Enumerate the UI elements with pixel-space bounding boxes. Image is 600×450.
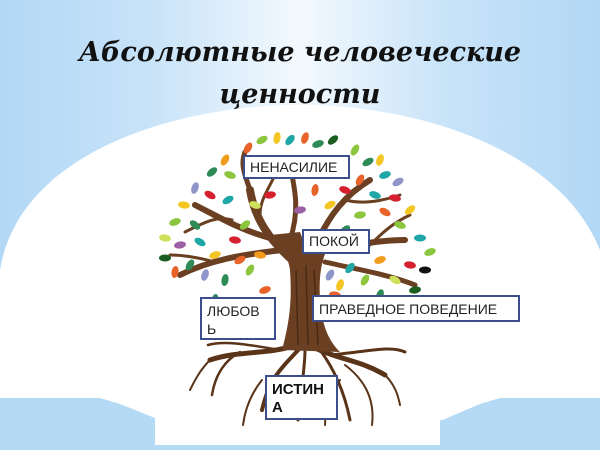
- label-love-line1: ЛЮБОВ: [207, 303, 260, 319]
- label-nonviolence-text: НЕНАСИЛИЕ: [250, 159, 338, 175]
- label-love: ЛЮБОВ Ь: [200, 297, 276, 340]
- slide-title: Абсолютные человеческие ценности: [0, 32, 600, 116]
- label-truth-line1: ИСТИН: [272, 381, 325, 398]
- label-nonviolence: НЕНАСИЛИЕ: [243, 155, 350, 179]
- label-right-conduct: ПРАВЕДНОЕ ПОВЕДЕНИЕ: [312, 295, 520, 322]
- title-line-1: Абсолютные человеческие: [78, 37, 522, 68]
- label-peace: ПОКОЙ: [302, 229, 370, 254]
- label-peace-text: ПОКОЙ: [309, 233, 359, 249]
- label-truth-line2: А: [272, 399, 283, 416]
- label-right-conduct-text: ПРАВЕДНОЕ ПОВЕДЕНИЕ: [319, 301, 498, 317]
- label-truth: ИСТИН А: [265, 375, 338, 420]
- title-line-2: ценности: [219, 79, 381, 110]
- label-love-line2: Ь: [207, 321, 217, 337]
